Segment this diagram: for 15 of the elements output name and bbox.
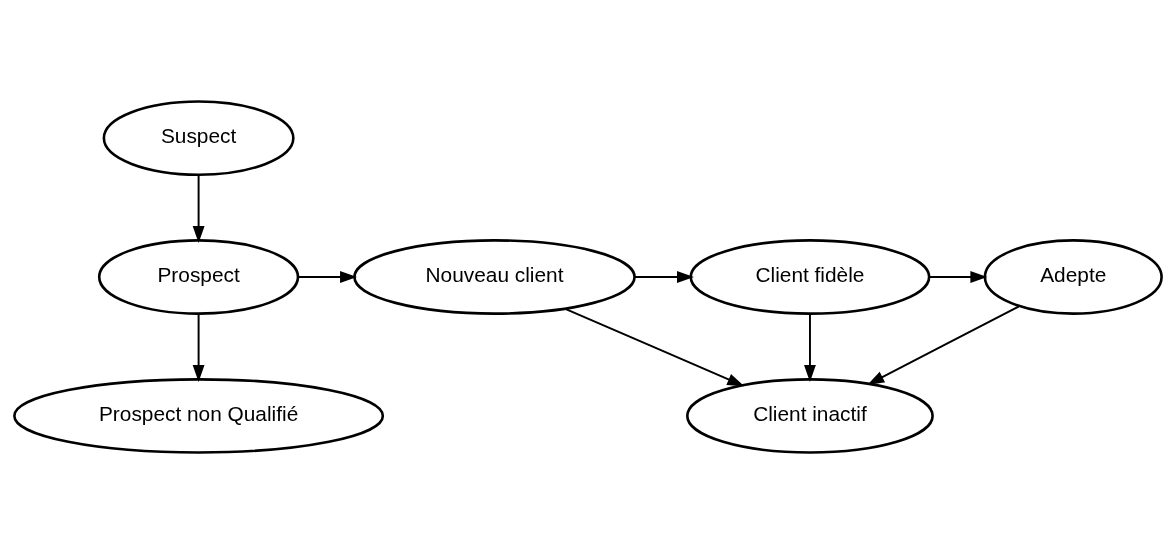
arrow xyxy=(297,271,358,283)
node-ellipse: Prospect xyxy=(97,239,300,315)
arrow xyxy=(634,271,694,283)
arrow xyxy=(192,313,205,382)
arrow xyxy=(867,305,1020,385)
arrow xyxy=(804,313,816,382)
arrow xyxy=(564,307,745,387)
node-ellipse: Client inactif xyxy=(686,378,934,454)
node-ellipse: Suspect xyxy=(102,100,295,176)
node-ellipse: Adepte xyxy=(983,239,1163,315)
node-ellipse: Nouveau client xyxy=(353,239,636,315)
arrow xyxy=(928,271,988,283)
node-ellipse: Prospect non Qualifié xyxy=(13,378,385,454)
node-ellipse: Client fidèle xyxy=(689,239,931,315)
arrow xyxy=(192,174,205,244)
